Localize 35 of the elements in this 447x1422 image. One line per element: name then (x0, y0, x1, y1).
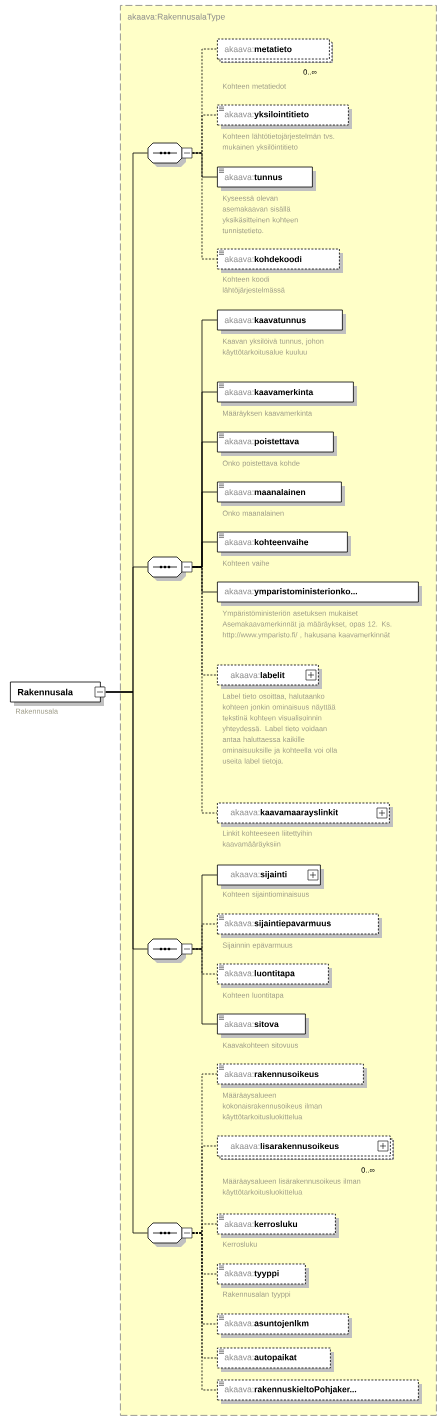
element-box: akaava:asuntojenlkm (217, 1313, 352, 1338)
connector-line (192, 1232, 218, 1391)
element-box: akaava:metatieto (217, 38, 333, 64)
element-box: akaava:kerrosluku (217, 1213, 339, 1238)
element-box: akaava:labelit (217, 664, 322, 689)
element-box: akaava:rakennuskieltoPohjaker... (217, 1379, 422, 1404)
sequence-compositor (147, 556, 193, 581)
element-box: akaava:kohteenvaihe (217, 531, 351, 556)
connector-line (192, 152, 218, 178)
element-box: akaava:sitova (217, 1013, 309, 1038)
element-box: akaava:luontitapa (217, 963, 332, 988)
connector-line (192, 566, 218, 593)
sequence-compositor (147, 938, 193, 963)
element-box: akaava:tunnus (217, 166, 316, 191)
element-box: akaava:autopaikat (217, 1347, 334, 1372)
element-box: akaava:rakennusoikeus (217, 1063, 367, 1088)
element-box: akaava:lisarakennusoikeus (217, 1135, 394, 1160)
element-box: akaava:ymparistoministerionko... (217, 581, 422, 606)
element-box: akaava:kohdekoodi (217, 248, 343, 273)
element-box: akaava:kaavatunnus (217, 309, 346, 334)
connector-line (192, 566, 218, 814)
connector-line (105, 691, 148, 1234)
element-box: akaava:tyyppi (217, 1263, 309, 1288)
element-box: akaava:kaavamaarayslinkit (217, 802, 393, 827)
element-box: akaava:poistettava (217, 431, 337, 456)
sequence-compositor (147, 1222, 193, 1247)
element-box: akaava:sijaintiepavarmuus (217, 913, 382, 938)
element-box: akaava:maanalainen (217, 481, 345, 506)
element-box: akaava:sijainti (217, 864, 324, 889)
sequence-compositor (147, 142, 193, 167)
element-box: akaava:yksilointitieto (217, 104, 352, 129)
root-element-box: Rakennusala (10, 681, 106, 706)
element-box: akaava:kaavamerkinta (217, 381, 357, 406)
connector-line (192, 948, 218, 1025)
connector-line (192, 152, 218, 260)
